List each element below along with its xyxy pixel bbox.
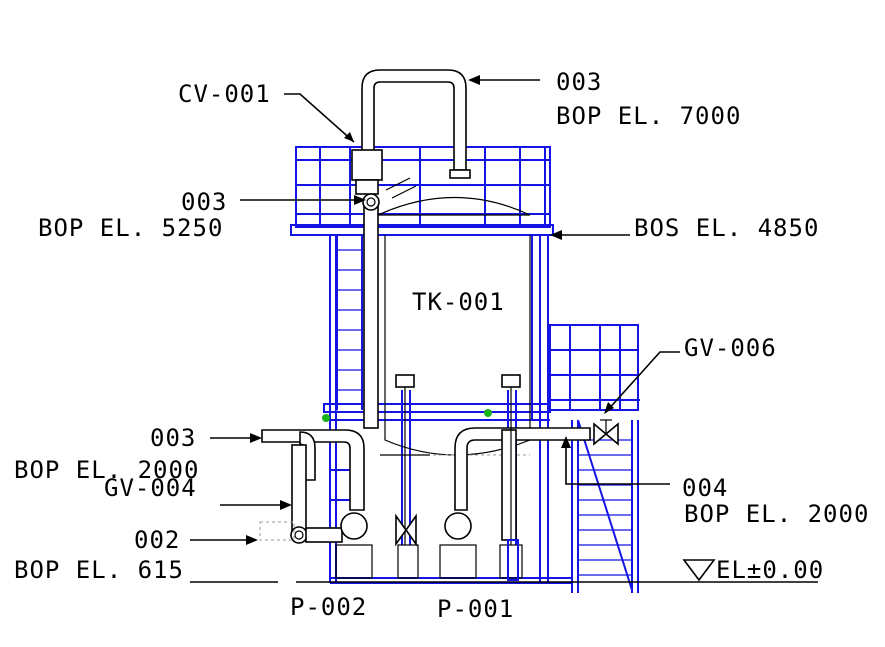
label-bop-el-5250: BOP EL. 5250 xyxy=(38,214,223,242)
annotation-labels: CV-001 003 BOP EL. 7000 003 BOP EL. 5250… xyxy=(14,68,869,623)
label-bos-el-4850: BOS EL. 4850 xyxy=(634,214,819,242)
steel-structure xyxy=(290,146,640,593)
label-bop-el-2000-left: BOP EL. 2000 xyxy=(14,456,199,484)
label-el-0-00: EL±0.00 xyxy=(716,556,824,584)
label-p-001: P-001 xyxy=(437,595,514,623)
label-line-003-top: 003 xyxy=(556,68,602,96)
label-bop-el-7000: BOP EL. 7000 xyxy=(556,102,741,130)
label-cv-001: CV-001 xyxy=(178,80,271,108)
label-bop-el-2000-right: BOP EL. 2000 xyxy=(684,500,869,528)
label-tk-001: TK-001 xyxy=(412,288,505,316)
ground-line xyxy=(190,559,818,583)
leader-lines xyxy=(190,75,680,545)
label-line-003-low: 003 xyxy=(150,424,196,452)
label-line-003-mid: 003 xyxy=(181,188,227,216)
label-gv-004: GV-004 xyxy=(104,474,197,502)
piping xyxy=(259,69,619,581)
label-line-004: 004 xyxy=(682,474,728,502)
label-p-002: P-002 xyxy=(290,593,367,621)
label-line-002: 002 xyxy=(134,526,180,554)
label-bop-el-615: BOP EL. 615 xyxy=(14,556,184,584)
label-gv-006: GV-006 xyxy=(684,334,777,362)
